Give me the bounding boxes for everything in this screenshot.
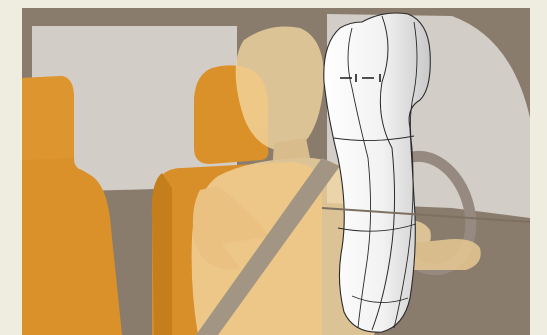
seat-backrest-shadow [152,173,172,335]
car-interior-illustration [22,8,530,335]
illustration-panel [22,8,530,335]
